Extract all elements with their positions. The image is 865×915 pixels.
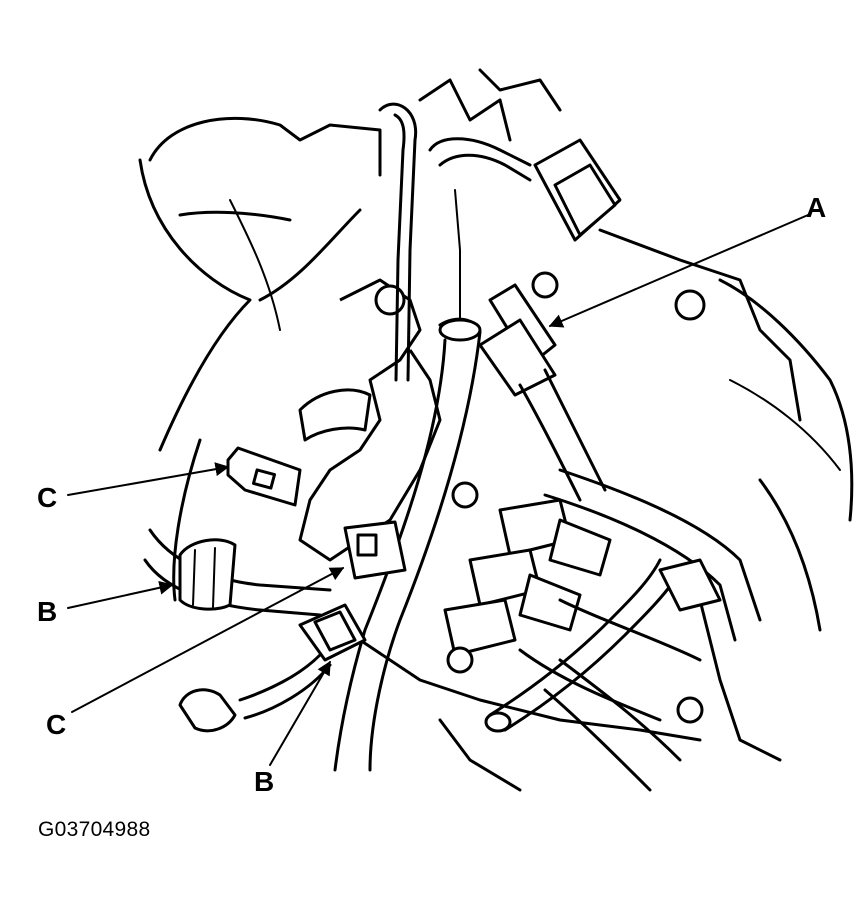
injector-row [443,481,704,724]
callout-label-c-lower: C [46,709,67,740]
leader-a [548,214,809,328]
clamp-b-left [178,538,237,611]
callout-label-b-lower: B [254,766,275,797]
upper-connector [378,102,622,382]
clip-c-upper [226,446,302,507]
callout-label-a: A [806,192,827,223]
callout-leaders [67,214,809,766]
leader-b-lower [269,660,331,766]
leader-c-lower [71,567,345,713]
callout-label-b-upper: B [37,596,58,627]
callout-label-c-upper: C [37,482,58,513]
connector-a [478,283,607,502]
figure-id: G03704988 [38,818,151,841]
engine-block-outline [138,68,854,792]
wiring-harness [143,317,762,772]
clip-c-lower [343,520,407,580]
leader-b-upper [67,580,174,609]
fuel-line [484,558,722,792]
clamp-b-lower [178,603,367,733]
leader-c-upper [67,462,230,496]
